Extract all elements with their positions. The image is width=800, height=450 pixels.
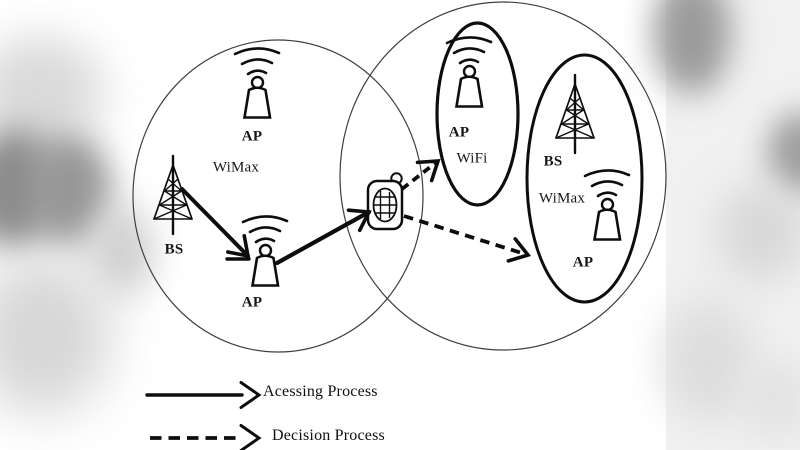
legend-dashed-arrowhead: [239, 424, 262, 450]
ap-icon-wimax-cell: [583, 169, 631, 241]
legend-solid-arrowhead: [239, 381, 262, 409]
wimax-network-boundary: [132, 39, 424, 353]
ap-label-left-top: AP: [241, 128, 263, 145]
bs-label-left: BS: [164, 241, 184, 258]
blur-blob: [742, 360, 800, 440]
blur-blob: [716, 182, 800, 282]
blur-blob: [662, 298, 754, 422]
ap-label-wimax-cell: AP: [572, 254, 594, 271]
decision-arrow-phone-to-wifi: [400, 159, 441, 191]
wimax-label-right: WiMax: [538, 190, 586, 207]
mobile-phone-icon: [366, 172, 404, 231]
wifi-label: WiFi: [456, 150, 488, 167]
ap-icon-left-top: [233, 47, 281, 119]
blur-blob: [0, 255, 112, 415]
ap-label-left-bottom: AP: [241, 294, 263, 311]
decision-arrow-phone-to-wimax: [403, 214, 532, 263]
blur-blob: [653, 0, 731, 94]
accessing-arrow-bs-to-ap: [180, 187, 251, 259]
ap-label-wifi-cell: AP: [448, 124, 470, 141]
legend-accessing-label: Acessing Process: [263, 383, 378, 400]
bs-icon-right: [554, 73, 596, 155]
target-network-boundary: [339, 1, 667, 351]
wifi-cell-boundary: [435, 21, 520, 207]
ap-icon-left-bottom: [241, 215, 289, 287]
wimax-label-left: WiMax: [212, 159, 260, 176]
wimax-cell-boundary: [525, 53, 644, 304]
accessing-arrow-ap-to-phone: [274, 208, 372, 266]
bs-label-right: BS: [543, 153, 563, 170]
blur-blob: [88, 205, 154, 297]
legend-decision-label: Decision Process: [272, 427, 385, 444]
ap-icon-wifi-cell: [445, 36, 493, 108]
